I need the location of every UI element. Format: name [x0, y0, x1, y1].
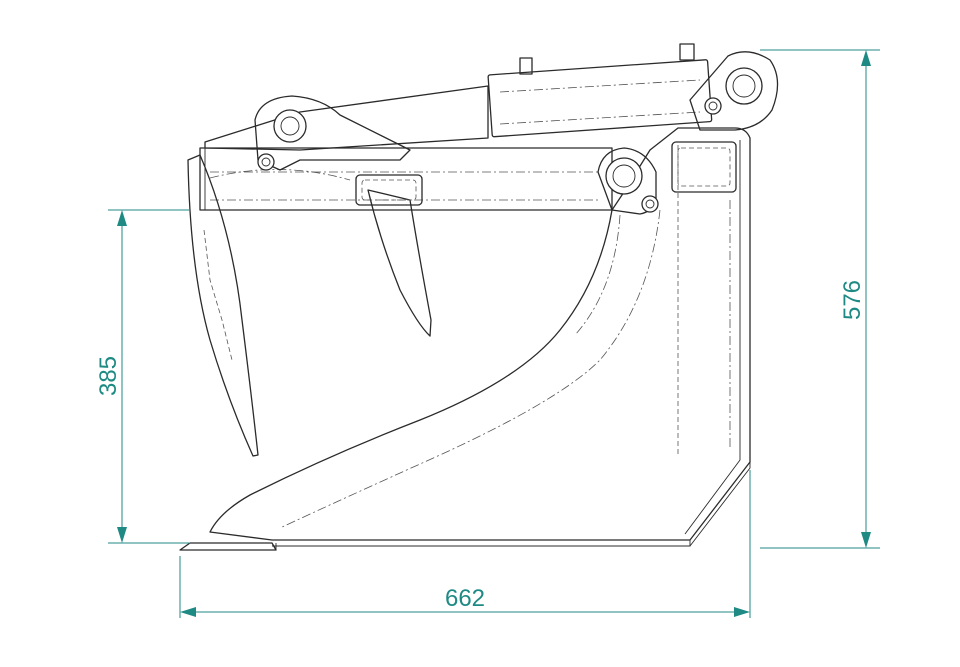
width-arrow-left — [180, 607, 196, 617]
bucket-body — [209, 127, 751, 547]
height-arrow-top — [861, 50, 871, 66]
tine-arrow-bottom — [117, 527, 127, 543]
overall-height-dimension: 576 — [760, 49, 880, 549]
upper-pivot-bracket — [689, 51, 779, 131]
back-mounting-tube — [671, 141, 737, 193]
tine-arrow-top — [117, 210, 127, 226]
height-arrow-bottom — [861, 532, 871, 548]
front-tine — [187, 154, 259, 457]
width-dimension: 662 — [179, 470, 751, 618]
overall-height-label: 576 — [839, 280, 866, 320]
hydraulic-cylinder — [204, 43, 713, 151]
cutting-edge — [179, 542, 277, 551]
front-pivot-bracket — [254, 95, 411, 171]
arm-pivot-bracket — [597, 147, 659, 215]
front-tine-link — [209, 169, 351, 181]
width-label: 662 — [445, 585, 485, 612]
rear-tine — [355, 174, 432, 337]
tine-height-dimension: 385 — [95, 209, 190, 544]
tine-height-label: 385 — [95, 356, 122, 396]
width-arrow-right — [734, 607, 750, 617]
